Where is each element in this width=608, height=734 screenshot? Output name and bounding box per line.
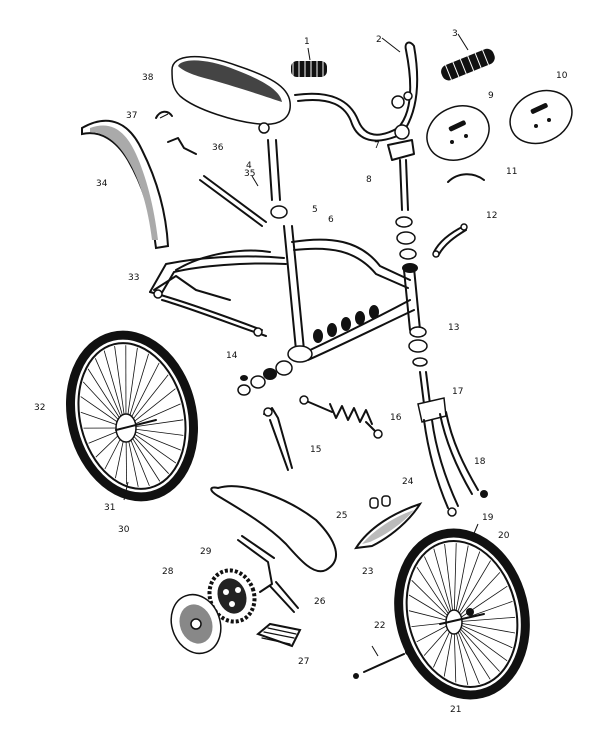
callout-13: 13 <box>448 323 459 333</box>
callout-27: 27 <box>298 657 309 667</box>
part-handlebar <box>294 41 419 142</box>
part-fork <box>417 371 488 517</box>
callout-23: 23 <box>362 567 373 577</box>
part-seat-strut <box>199 175 267 227</box>
callout-28: 28 <box>162 567 174 577</box>
wheel-spoke <box>453 585 508 623</box>
part-crank-bearing-set <box>313 305 379 343</box>
part-seat-clamp <box>270 205 288 219</box>
callout-14: 14 <box>226 351 238 361</box>
callout-34: 34 <box>96 179 108 189</box>
callout-12: 12 <box>486 211 497 221</box>
wheel-spoke <box>453 621 491 680</box>
callout-numbers: 1 2 3 4 5 6 7 8 9 10 11 12 13 14 15 16 1… <box>34 29 568 715</box>
part-reflector-clip <box>447 173 485 183</box>
wheel-spoke <box>416 566 455 623</box>
part-pedal <box>256 622 302 648</box>
callout-29: 29 <box>200 547 212 557</box>
wheel-spoke <box>453 551 481 623</box>
callout-22: 22 <box>374 621 385 631</box>
callout-36: 36 <box>212 143 224 153</box>
part-rear-wheel <box>65 330 199 502</box>
part-seat-strut-top <box>167 137 197 155</box>
part-headset-upper <box>395 216 418 273</box>
part-seat-post <box>267 139 281 201</box>
part-chain-guard <box>354 502 423 550</box>
callout-7: 7 <box>374 141 380 151</box>
wheel-spoke <box>453 621 508 662</box>
part-bottom-bracket-bearings <box>237 360 293 396</box>
wheel-spoke <box>453 616 516 623</box>
callout-6: 6 <box>328 215 334 225</box>
part-front-axle <box>353 649 411 679</box>
part-stem <box>387 124 415 211</box>
part-reflector-rear <box>509 89 573 145</box>
part-crank <box>237 535 299 613</box>
wheel-spoke <box>453 543 457 623</box>
callout-35: 35 <box>244 169 255 179</box>
wheel-spoke <box>453 572 501 623</box>
part-frame <box>149 225 421 363</box>
callout-4: 4 <box>246 161 252 171</box>
part-kickstand <box>263 407 293 471</box>
callout-9: 9 <box>488 91 494 101</box>
callout-17: 17 <box>452 387 463 397</box>
callout-11: 11 <box>506 167 517 177</box>
callout-8: 8 <box>366 175 372 185</box>
wheel-spoke <box>453 621 500 672</box>
wheel-spoke <box>453 621 513 649</box>
wheel-spoke <box>444 544 455 623</box>
part-grip-right <box>441 48 495 81</box>
leader-lines <box>123 33 479 657</box>
wheel-spoke <box>453 560 491 623</box>
callout-24: 24 <box>402 477 414 487</box>
callout-37: 37 <box>126 111 137 121</box>
callout-5: 5 <box>312 205 318 215</box>
callout-18: 18 <box>474 457 486 467</box>
callout-3: 3 <box>452 29 458 39</box>
callout-10: 10 <box>556 71 568 81</box>
part-front-wheel <box>394 528 530 700</box>
callout-21: 21 <box>450 705 461 715</box>
callout-30: 30 <box>118 525 130 535</box>
callout-38: 38 <box>142 73 154 83</box>
part-chain <box>210 485 337 573</box>
callout-19: 19 <box>482 513 494 523</box>
callout-25: 25 <box>336 511 347 521</box>
wheel-spoke <box>453 621 516 634</box>
part-fender-brace <box>432 223 468 258</box>
callout-20: 20 <box>498 531 510 541</box>
callout-31: 31 <box>104 503 115 513</box>
part-seat <box>171 56 291 134</box>
part-rear-fender <box>81 119 170 250</box>
wheel-spoke <box>424 556 455 623</box>
callout-26: 26 <box>314 597 326 607</box>
wheel-spoke <box>453 545 469 623</box>
part-sprocket <box>207 568 257 624</box>
part-brake-shoes <box>369 495 391 509</box>
part-shock-spring <box>299 395 383 439</box>
part-chainwheel-disc <box>170 593 222 655</box>
part-reflector-front <box>426 105 490 161</box>
callout-16: 16 <box>390 413 402 423</box>
part-headset-lower <box>408 326 428 367</box>
callout-1: 1 <box>304 37 310 47</box>
part-seat-clamp-bolt <box>155 110 173 119</box>
callout-15: 15 <box>310 445 321 455</box>
part-grip-left <box>291 61 327 77</box>
callout-32: 32 <box>34 403 45 413</box>
callout-2: 2 <box>376 35 382 45</box>
callout-33: 33 <box>128 273 139 283</box>
wheel-spoke <box>433 548 455 623</box>
